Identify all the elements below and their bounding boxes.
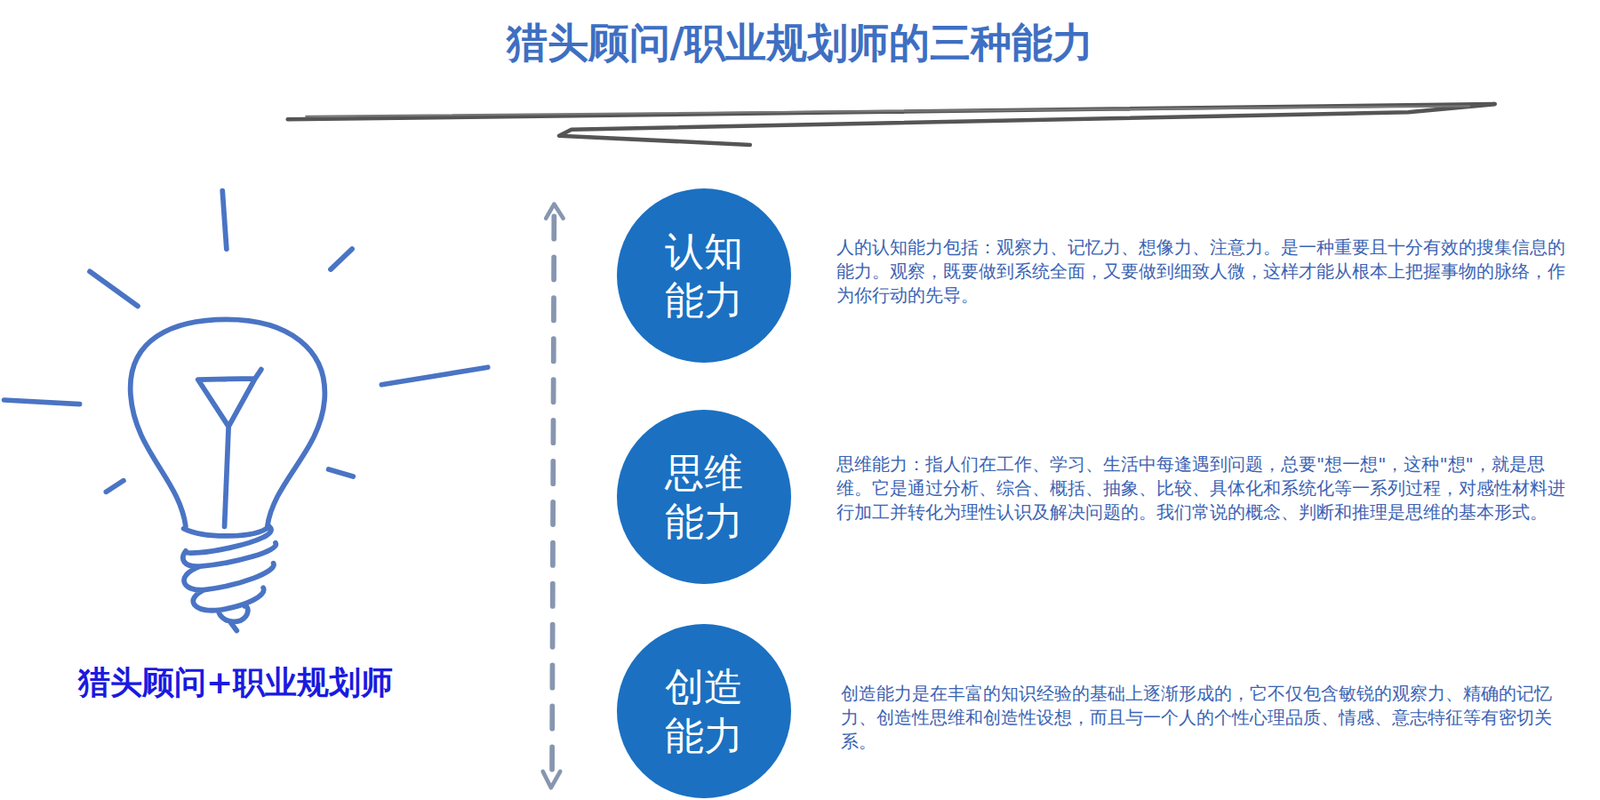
circle-text: 认知 能力 xyxy=(658,226,749,325)
bulb-ray xyxy=(89,271,138,306)
bulb-base xyxy=(183,526,277,631)
bulb-ray xyxy=(328,469,354,477)
timeline-line xyxy=(552,216,554,774)
title: 猎头顾问/职业规划师的三种能力 xyxy=(0,16,1600,72)
ability-circle: 思维 能力 xyxy=(616,409,792,584)
ability-circle: 创造 能力 xyxy=(616,624,792,799)
bulb-filament xyxy=(198,369,262,528)
bulb-caption: 猎头顾问+职业规划师 xyxy=(26,661,445,705)
circle-text: 创造 能力 xyxy=(658,662,749,760)
ability-circle: 认知 能力 xyxy=(616,188,792,363)
circle-text: 思维 能力 xyxy=(658,448,749,546)
arrow-head xyxy=(545,204,564,219)
bulb-ray xyxy=(222,191,227,249)
swoosh-line xyxy=(288,104,1496,145)
description-text: 创造能力是在丰富的知识经验的基础上逐渐形成的，它不仅包含敏锐的观察力、精确的记忆… xyxy=(840,681,1581,754)
swoosh-line xyxy=(305,105,1470,116)
bulb-ray xyxy=(381,367,488,385)
description-text: 思维能力：指人们在工作、学习、生活中每逢遇到问题，总要"想一想"，这种"想"，就… xyxy=(836,452,1576,525)
bulb-ray xyxy=(105,480,124,493)
bulb-ray xyxy=(330,248,352,270)
description-text: 人的认知能力包括：观察力、记忆力、想像力、注意力。是一种重要且十分有效的搜集信息… xyxy=(836,235,1576,308)
bulb-globe xyxy=(130,319,326,527)
arrow-head xyxy=(543,771,561,788)
bulb-ray xyxy=(4,400,80,405)
